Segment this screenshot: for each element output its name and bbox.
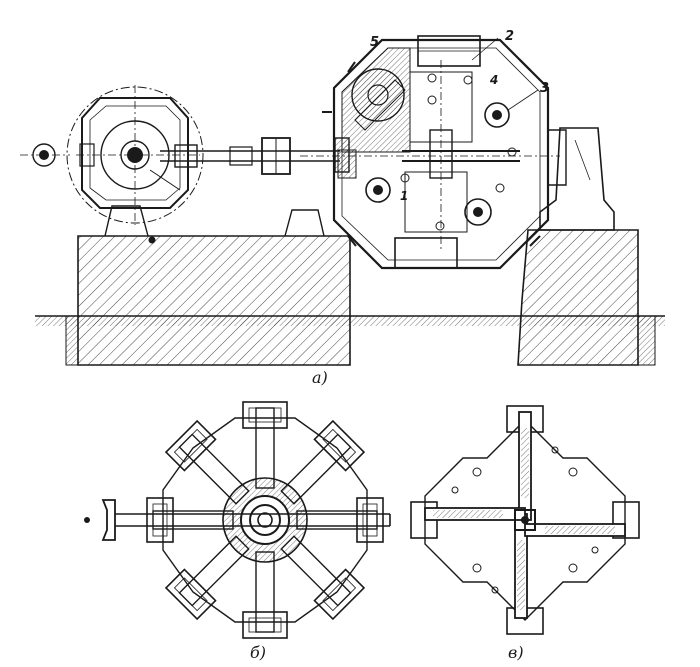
stub-shaft-end [20, 143, 70, 167]
panel-a-side-view: 5 2 4 3 1 а) [20, 29, 665, 387]
panel-b-shaft [84, 499, 391, 541]
cylinder-head-bottom [394, 237, 458, 269]
support-feet [104, 205, 325, 244]
flywheel-housing [66, 85, 204, 225]
panel-v-cross-section: в) [410, 405, 640, 662]
panel-label-v: в) [508, 643, 524, 662]
part-number-3: 3 [540, 81, 549, 96]
panel-label-b: б) [250, 643, 266, 662]
right-bearing-housing [539, 127, 615, 231]
octagonal-crankcase [300, 35, 560, 270]
left-foundation [65, 235, 351, 366]
part-number-2: 2 [505, 29, 514, 44]
cylinder-head-right-v [612, 501, 640, 539]
radial-cylinders [146, 401, 384, 639]
panel-label-a: а) [312, 368, 328, 387]
part-number-1: 1 [400, 189, 408, 203]
part-number-4: 4 [489, 73, 498, 87]
part-number-5: 5 [370, 35, 379, 50]
right-foundation [517, 229, 656, 366]
panel-b-radial-section: б) [84, 401, 391, 662]
